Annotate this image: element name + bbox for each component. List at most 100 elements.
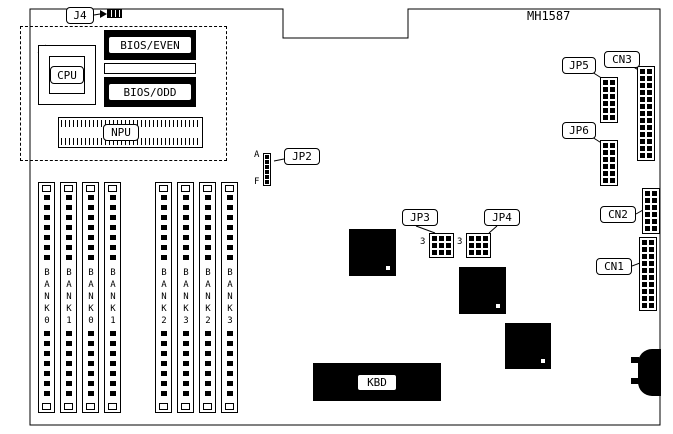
- pin: [640, 104, 645, 109]
- jp3-header: [429, 233, 454, 258]
- npu-pins-bottom: [61, 138, 200, 145]
- pin: [610, 87, 615, 92]
- socket-pins: [109, 330, 116, 400]
- socket-clip: [181, 403, 190, 410]
- j4-connector: [107, 9, 122, 18]
- socket-clip: [64, 403, 73, 410]
- socket-pins: [65, 195, 72, 265]
- pin: [603, 101, 608, 106]
- ic-chip: [459, 267, 506, 314]
- pin: [603, 108, 608, 113]
- bank-label: BANK2: [159, 267, 169, 328]
- din-pin: [631, 378, 639, 384]
- pin: [642, 268, 647, 273]
- pin: [649, 275, 654, 280]
- jp5-label: JP5: [562, 57, 596, 74]
- pin: [640, 153, 645, 158]
- socket-clip: [42, 185, 51, 192]
- jp3-pointer-line: [415, 225, 436, 234]
- pin: [469, 250, 474, 255]
- pin: [610, 94, 615, 99]
- pin: [652, 191, 657, 196]
- pin: [265, 180, 269, 184]
- jp2-pointer-line: [273, 158, 285, 162]
- npu-label: NPU: [103, 124, 139, 141]
- pin: [610, 150, 615, 155]
- bios-even-chip: BIOS/EVEN: [104, 30, 196, 60]
- pin: [476, 236, 481, 241]
- bank-label: BANK3: [225, 267, 235, 328]
- pin1-dot: [386, 266, 390, 270]
- socket-pins: [182, 330, 189, 400]
- pin: [603, 171, 608, 176]
- pin: [642, 282, 647, 287]
- pin: [642, 254, 647, 259]
- pin: [610, 143, 615, 148]
- socket-pins: [204, 195, 211, 265]
- cn2-label: CN2: [600, 206, 636, 223]
- pin: [652, 212, 657, 217]
- pin: [647, 97, 652, 102]
- jp3-label: JP3: [402, 209, 438, 226]
- pin: [640, 146, 645, 151]
- socket-clip: [108, 185, 117, 192]
- socket-clip: [64, 185, 73, 192]
- bios-odd-label: BIOS/ODD: [108, 83, 192, 101]
- pin: [642, 289, 647, 294]
- pin: [265, 160, 269, 164]
- pin: [640, 83, 645, 88]
- pin: [439, 243, 444, 248]
- npu-pins-top: [61, 120, 200, 127]
- jp2-pin-f-mark: F: [254, 177, 260, 187]
- simm-socket: BANK0: [38, 182, 55, 413]
- kbd-chip: KBD: [313, 363, 441, 401]
- pin: [265, 175, 269, 179]
- pin: [645, 219, 650, 224]
- jp4-header: [466, 233, 491, 258]
- cn1-label: CN1: [596, 258, 632, 275]
- pin: [603, 150, 608, 155]
- ic-chip: [349, 229, 396, 276]
- pin: [642, 296, 647, 301]
- pin: [265, 155, 269, 159]
- pin: [640, 139, 645, 144]
- pin: [652, 226, 657, 231]
- socket-pins: [87, 195, 94, 265]
- socket-pins: [65, 330, 72, 400]
- simm-socket: BANK1: [104, 182, 121, 413]
- part-number: MH1587: [527, 9, 571, 23]
- pin: [649, 261, 654, 266]
- socket-pins: [204, 330, 211, 400]
- cn3-connector: [637, 66, 655, 161]
- pin: [647, 118, 652, 123]
- pin: [647, 83, 652, 88]
- pin: [603, 157, 608, 162]
- pin: [483, 236, 488, 241]
- j4-label: J4: [66, 7, 94, 24]
- socket-clip: [225, 185, 234, 192]
- pin: [649, 247, 654, 252]
- jp2-header: [263, 153, 271, 186]
- cn1-connector: [639, 237, 657, 311]
- pin: [649, 240, 654, 245]
- pin: [642, 247, 647, 252]
- pin: [469, 243, 474, 248]
- pin: [483, 243, 488, 248]
- pin: [640, 118, 645, 123]
- socket-clip: [159, 185, 168, 192]
- pin: [265, 170, 269, 174]
- cn3-label: CN3: [604, 51, 640, 68]
- pin: [647, 104, 652, 109]
- socket-clip: [108, 403, 117, 410]
- jp3-pin-mark: 3: [420, 237, 426, 247]
- pin: [446, 243, 451, 248]
- pin: [610, 171, 615, 176]
- bank-label: BANK0: [42, 267, 52, 328]
- cpu-label: CPU: [50, 66, 84, 84]
- pin: [603, 164, 608, 169]
- j4-pointer-line: [93, 13, 101, 16]
- jp6-header: [600, 140, 618, 186]
- cpu-area-outline: [20, 26, 227, 161]
- socket-pins: [43, 195, 50, 265]
